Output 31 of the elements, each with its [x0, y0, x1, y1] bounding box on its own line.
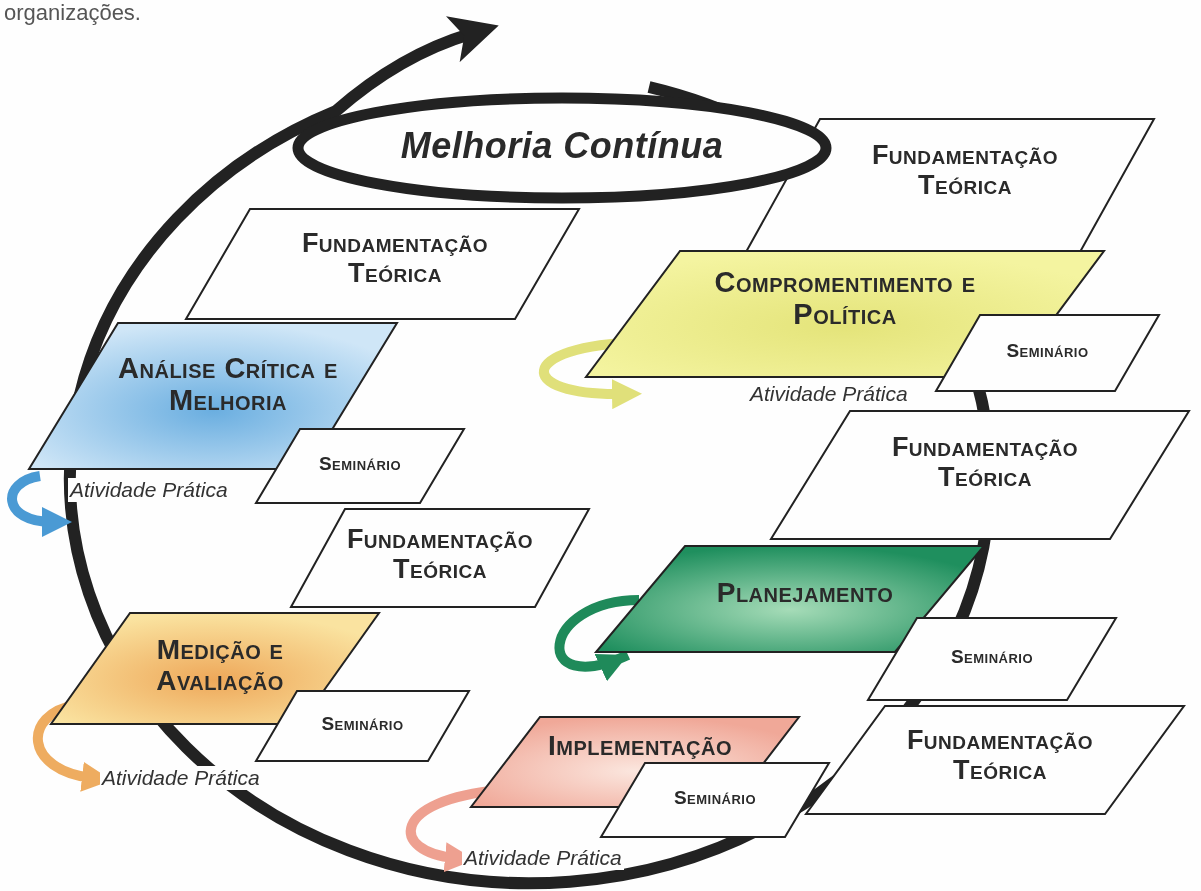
box-label: Implementação [547, 730, 733, 762]
parallelogram-box [745, 118, 1155, 253]
box-label: Fundamentação Teórica [905, 725, 1095, 786]
title-text: Melhoria Contínua [399, 126, 725, 167]
curved-arrow [554, 595, 640, 680]
activity-caption: Atividade Prática [100, 766, 262, 790]
parallelogram-box [935, 314, 1160, 392]
box-label: Compromentimento e Política [713, 266, 977, 331]
parallelogram-box [255, 428, 465, 504]
parallelogram-box [28, 322, 398, 470]
box-label: Seminário [949, 646, 1035, 668]
box-label: Medição e Avaliação [155, 634, 285, 697]
box-label: Seminário [320, 713, 405, 735]
box-label: Planejamento [715, 577, 895, 609]
parallelogram-box [185, 208, 580, 320]
parallelogram-box [805, 705, 1185, 815]
activity-caption: Atividade Prática [68, 478, 230, 502]
parallelogram-box [770, 410, 1190, 540]
box-label: Seminário [672, 787, 758, 809]
box-label: Análise Crítica e Melhoria [117, 352, 339, 417]
parallelogram-box [290, 508, 590, 608]
box-label: Seminário [317, 453, 403, 475]
box-label: Fundamentação Teórica [890, 432, 1080, 493]
parallelogram-box [600, 762, 830, 838]
text-fragment: organizações. [4, 0, 141, 26]
box-label: Fundamentação Teórica [870, 140, 1060, 201]
parallelogram-box [867, 617, 1117, 701]
box-label: Seminário [1005, 340, 1090, 362]
box-label: Fundamentação Teórica [345, 524, 535, 585]
box-label: Fundamentação Teórica [300, 228, 490, 289]
ellipse-node [292, 92, 832, 204]
